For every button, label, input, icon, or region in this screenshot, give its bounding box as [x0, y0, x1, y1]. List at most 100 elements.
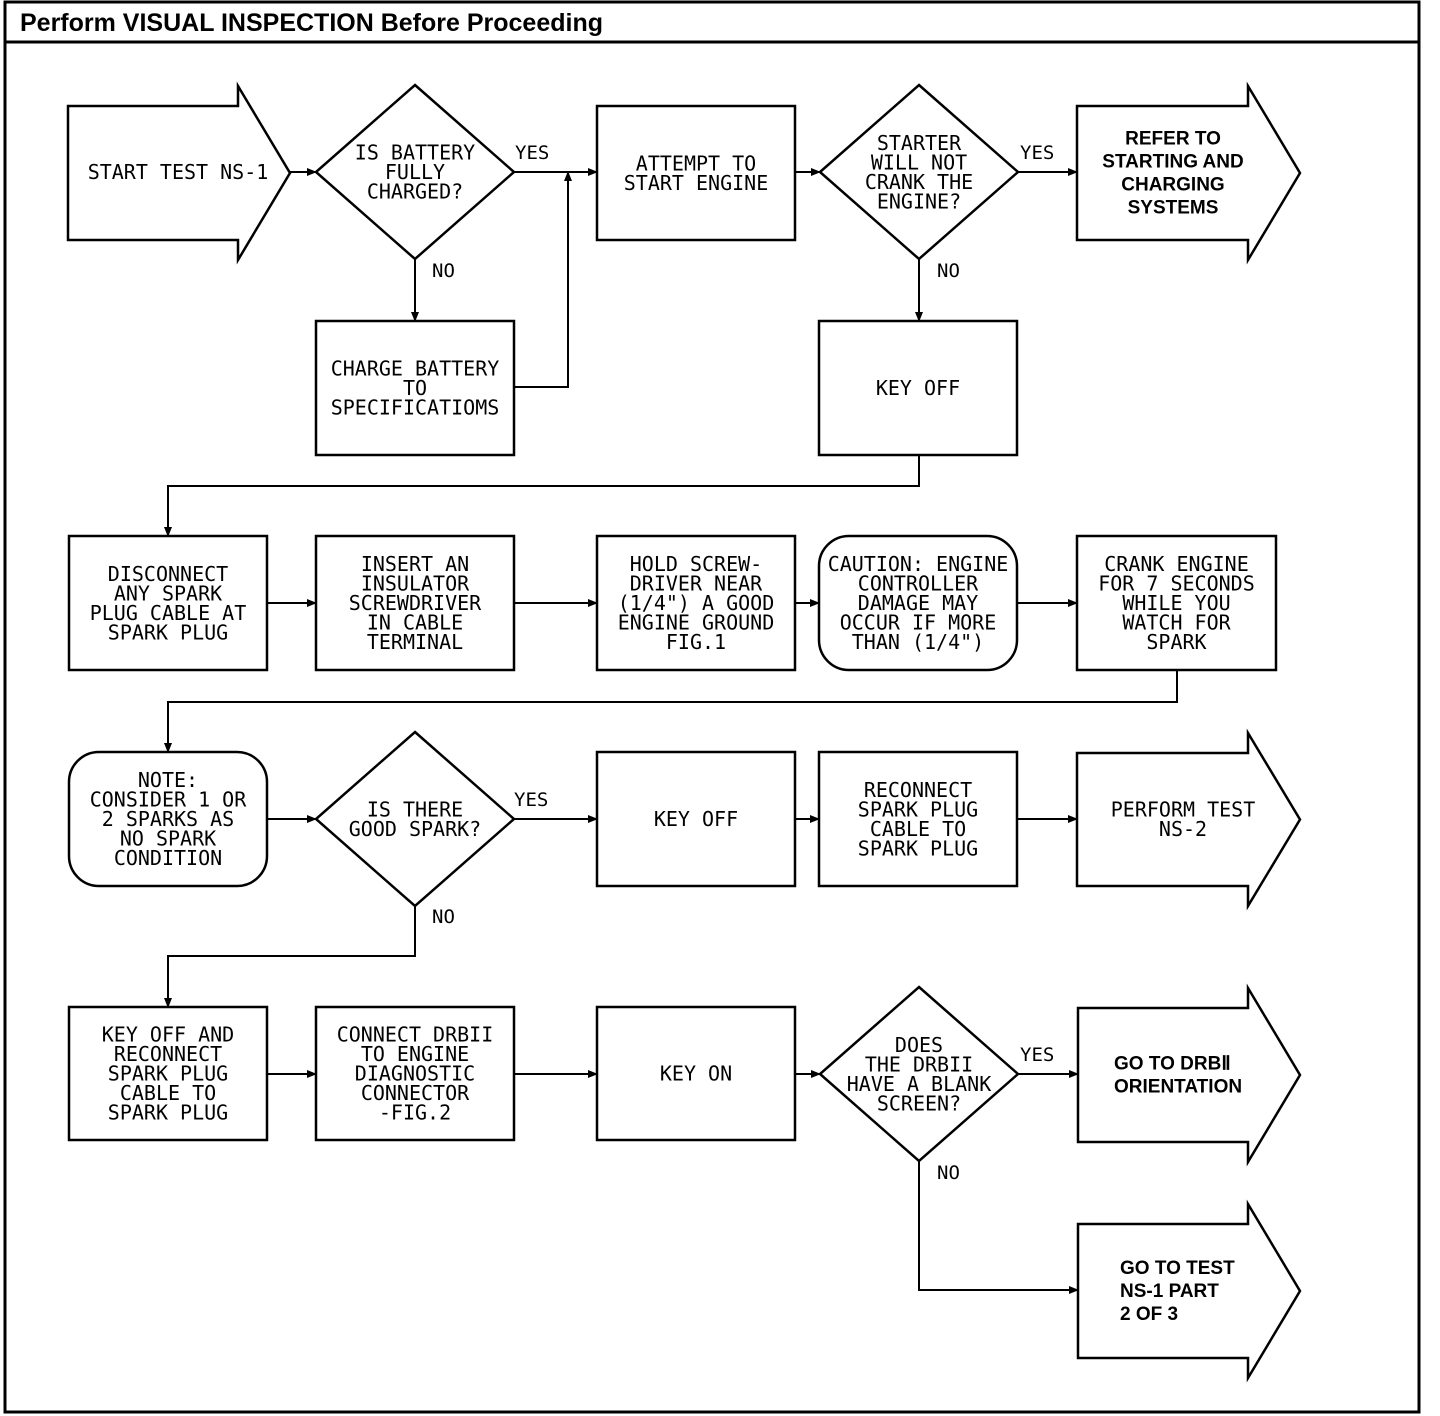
flowchart-connectors	[164, 168, 1178, 1294]
node-text-line: NOTE:	[138, 768, 198, 792]
edge-label-yes: YES	[1020, 1044, 1054, 1066]
node-text-line: CONDITION	[114, 846, 222, 870]
node-text-line: INSERT AN	[361, 552, 469, 576]
node-text-line: CHARGING	[1121, 175, 1224, 196]
edge-label-no: NO	[937, 1162, 960, 1184]
node-text-line: CONTROLLER	[858, 572, 979, 596]
node-text-line: WHILE YOU	[1122, 591, 1230, 615]
node-text-line: (1/4") A GOOD	[618, 591, 775, 615]
node-hold: HOLD SCREW-DRIVER NEAR(1/4") A GOODENGIN…	[595, 534, 797, 672]
node-text-line: KEY ON	[660, 1062, 732, 1086]
node-text-line: HAVE A BLANK	[847, 1072, 992, 1096]
node-text-line: NS-2	[1159, 817, 1207, 841]
edge-label-yes: YES	[515, 142, 549, 164]
node-text-line: KEY OFF	[654, 807, 738, 831]
connector-18	[164, 906, 416, 1008]
node-text-line: PLUG CABLE AT	[90, 601, 247, 625]
node-text-line: CONNECT DRBII	[337, 1023, 494, 1047]
flowchart-edge-labels: YES NO YES NO YES NO YES NO	[432, 142, 1054, 1184]
node-text-line: SPARK PLUG	[108, 620, 228, 644]
node-text-line: SPARK PLUG	[108, 1062, 228, 1086]
node-text-line: INSULATOR	[361, 572, 470, 596]
node-text-line: NO SPARK	[120, 827, 216, 851]
edge-label-yes: YES	[1020, 142, 1054, 164]
terminal-arrow	[1075, 81, 1302, 265]
connector-13	[164, 670, 1178, 753]
node-text-line: TO ENGINE	[361, 1042, 469, 1066]
edge-label-no: NO	[937, 260, 960, 282]
node-text-line: SYSTEMS	[1128, 198, 1219, 219]
node-text-line: START ENGINE	[624, 171, 769, 195]
node-text-line: RECONNECT	[114, 1042, 222, 1066]
node-text-line: CONNECTOR	[361, 1081, 470, 1105]
edge-label-yes: YES	[514, 789, 548, 811]
node-text-line: KEY OFF AND	[102, 1023, 234, 1047]
connector-23	[918, 1161, 1079, 1294]
node-text-line: STARTING AND	[1102, 152, 1243, 173]
node-start: START TEST NS-1	[66, 81, 292, 265]
node-text-line: RECONNECT	[864, 778, 972, 802]
node-text-line: THAN (1/4")	[852, 630, 984, 654]
process-box	[817, 750, 1019, 888]
node-text-line: WATCH FOR	[1122, 611, 1231, 635]
node-text-line: TERMINAL	[367, 630, 463, 654]
node-text-line: NS-1 PART	[1120, 1281, 1219, 1302]
node-text-line: DRIVER NEAR	[630, 572, 763, 596]
node-text-line: DAMAGE MAY	[858, 591, 978, 615]
node-text-line: ENGINE?	[877, 189, 961, 213]
node-text-line: ATTEMPT TO	[636, 151, 756, 175]
edge-label-no: NO	[432, 906, 455, 928]
node-text-line: START TEST NS-1	[88, 160, 269, 184]
node-text-line: DIAGNOSTIC	[355, 1062, 475, 1086]
terminal-arrow	[1076, 983, 1302, 1167]
node-text-line: DOES	[895, 1033, 943, 1057]
node-keyoff2: KEY OFF	[595, 750, 797, 888]
node-text-line: CONSIDER 1 OR	[90, 788, 247, 812]
node-text-line: THE DRBII	[865, 1052, 973, 1076]
node-text-line: CHARGED?	[367, 180, 463, 204]
node-text-line: SPARK PLUG	[108, 1101, 228, 1125]
node-text-line: GO TO TEST	[1120, 1258, 1235, 1279]
node-text-line: WILL NOT	[871, 150, 967, 174]
process-box	[67, 534, 269, 672]
node-text-line: FULLY	[385, 160, 445, 184]
edge-label-no: NO	[432, 260, 455, 282]
process-box	[595, 104, 797, 242]
node-text-line: 2 SPARKS AS	[102, 807, 234, 831]
node-text-line: IS THERE	[367, 797, 463, 821]
node-text-line: SPARK	[1146, 630, 1206, 654]
node-text-line: CAUTION: ENGINE	[828, 552, 1009, 576]
process-box	[314, 1005, 516, 1142]
node-keyoff1: KEY OFF	[817, 319, 1019, 457]
process-box	[1075, 534, 1278, 672]
node-text-line: TO	[403, 376, 427, 400]
node-text-line: CABLE TO	[870, 817, 966, 841]
node-text-line: GOOD SPARK?	[349, 817, 481, 841]
node-text-line: REFER TO	[1125, 129, 1221, 150]
node-text-line: CRANK THE	[865, 170, 973, 194]
terminal-arrow	[1075, 728, 1302, 911]
terminal-arrow	[1076, 1199, 1302, 1383]
node-text-line: FOR 7 SECONDS	[1098, 572, 1255, 596]
node-text-line: OCCUR IF MORE	[840, 611, 997, 635]
node-text-line: PERFORM TEST	[1111, 797, 1256, 821]
flowchart-shapes: START TEST NS-1IS BATTERYFULLYCHARGED?CH…	[66, 81, 1302, 1383]
terminal-arrow	[66, 81, 292, 265]
node-text-line: FIG.1	[666, 630, 726, 654]
node-text-line: KEY OFF	[876, 376, 960, 400]
